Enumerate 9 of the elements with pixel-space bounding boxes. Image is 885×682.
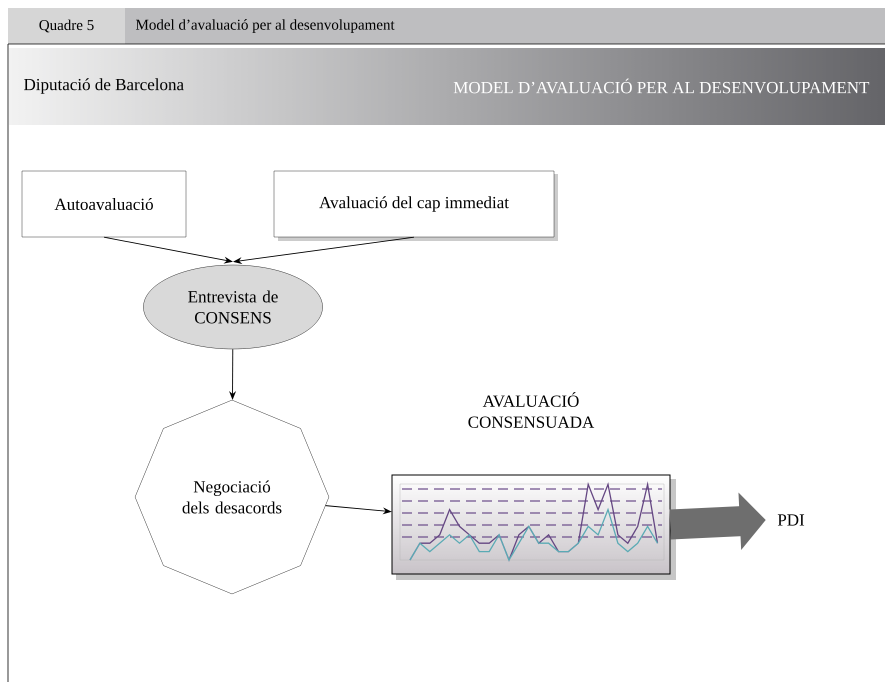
process-box: Avaluació del cap immediat: [274, 170, 558, 241]
header-tab: Quadre 5: [8, 8, 125, 44]
output-label: PDI: [778, 514, 804, 526]
octagon: Negociació dels desacords: [134, 400, 330, 594]
organisation-name: Diputació de Barcelona: [24, 78, 184, 94]
banner-title: MODEL D’AVALUACIÓ PER AL DESENVOLUPAMENT: [454, 78, 870, 94]
title: Model d’avaluació per al desenvolupament: [136, 19, 395, 33]
process-box: Autoavaluació: [22, 170, 186, 238]
chart-heading: AVALUACIÓ CONSENSUADA: [468, 392, 594, 428]
